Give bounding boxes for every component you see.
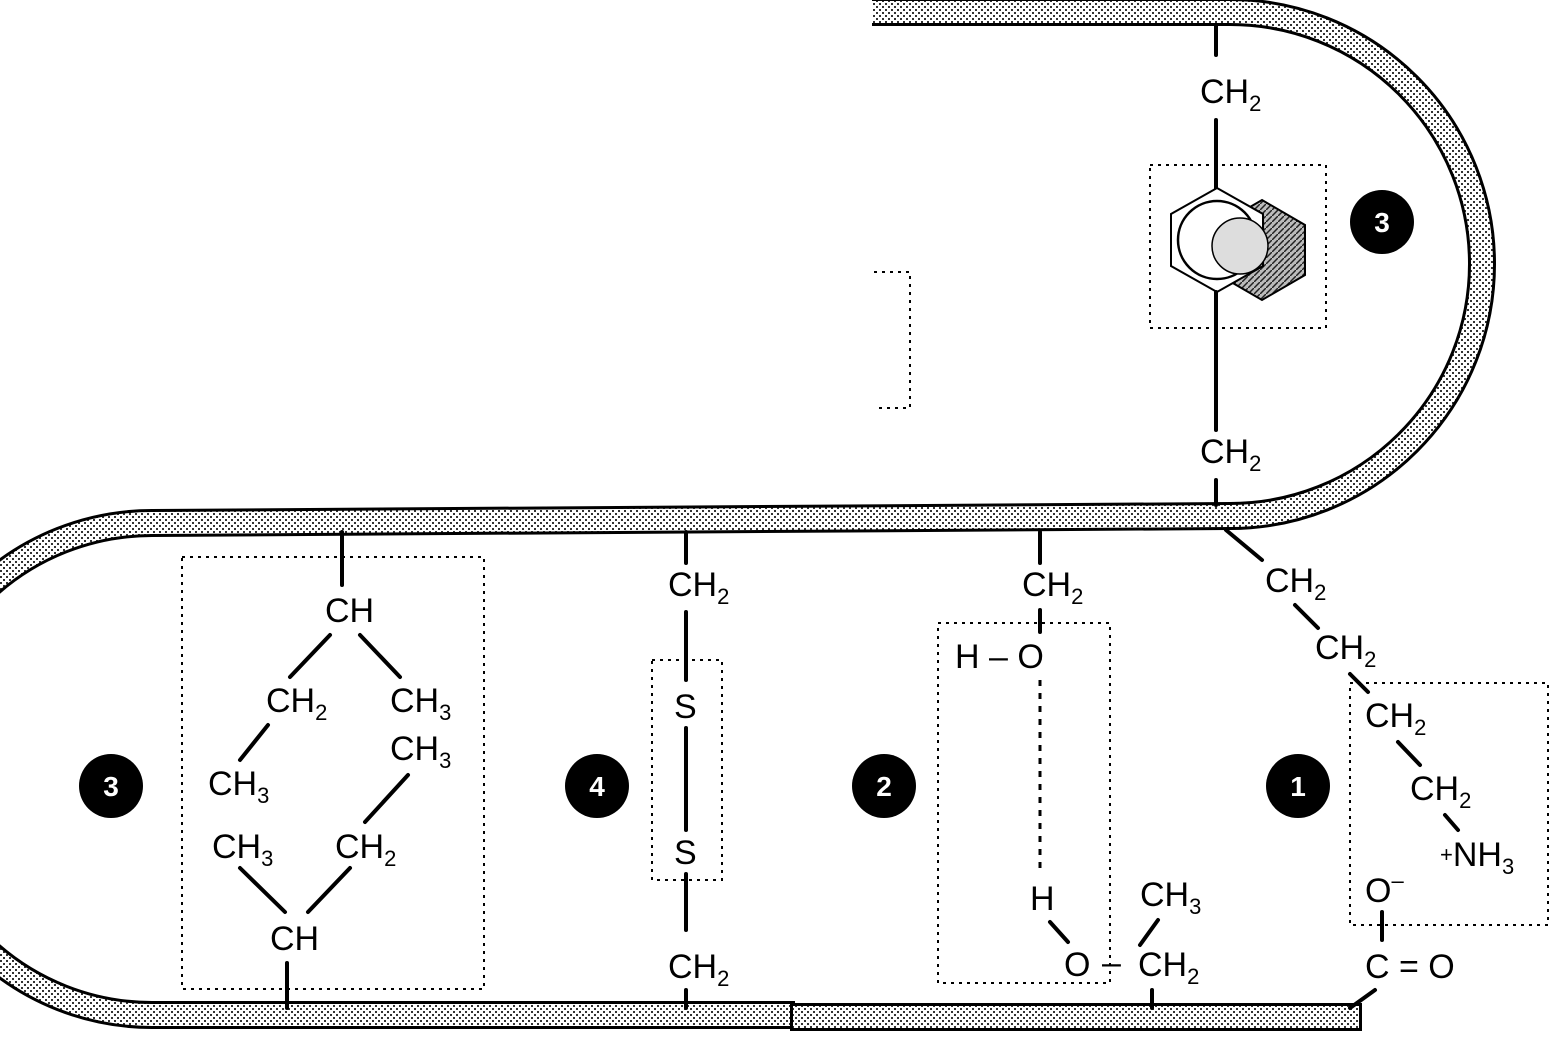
disulfide-box	[651, 659, 723, 881]
ionic-o-minus: O–	[1365, 868, 1404, 910]
svg-text:3: 3	[1374, 207, 1390, 238]
hbond-dash: –	[1102, 944, 1121, 982]
badge-hydrophobic-top	[1350, 190, 1414, 254]
ionic-ch2-a: CH2	[1265, 562, 1326, 605]
aromatic-box	[1149, 164, 1327, 329]
svg-text:2: 2	[876, 771, 892, 802]
hydrophobic-ch2-left: CH2	[266, 682, 327, 725]
badge-ionic	[1266, 754, 1330, 818]
ionic-nh3: +NH3	[1440, 836, 1514, 879]
hbond-ch3: CH3	[1140, 876, 1201, 919]
hydrophobic-ch3-right-lower: CH3	[390, 730, 451, 773]
ionic-bond: CH2 CH2 CH2 CH2 +NH3 O– C = O 1	[1224, 528, 1549, 1010]
hbond-o-lower: O	[1064, 946, 1090, 984]
disulfide-ch2-bottom: CH2	[668, 948, 729, 991]
hbond-box	[937, 622, 1111, 984]
svg-text:4: 4	[589, 771, 605, 802]
ionic-c-eq-o: C = O	[1365, 948, 1455, 986]
ionic-ch2-b: CH2	[1315, 629, 1376, 672]
svg-text:3: 3	[103, 771, 119, 802]
hbond-h-lower: H	[1030, 880, 1055, 918]
aromatic-ch2-bottom: CH2	[1200, 433, 1261, 476]
hydrophobic-ch3-left-upper: CH3	[208, 765, 269, 808]
svg-text:1: 1	[1290, 771, 1306, 802]
polypeptide-backbone	[0, 0, 1496, 1031]
disulfide-ch2-top: CH2	[668, 566, 729, 609]
hbond-h-o-top: H – O	[955, 638, 1044, 676]
hydrophobic-ch3-right: CH3	[390, 682, 451, 725]
hydrophobic-ch-bottom: CH	[270, 920, 319, 958]
ionic-ch2-d: CH2	[1410, 770, 1471, 813]
hbond-ch2-top: CH2	[1022, 566, 1083, 609]
aromatic-ch2-top: CH2	[1200, 73, 1261, 116]
badge-hydrophobic-left	[79, 754, 143, 818]
dashed-bracket	[874, 271, 911, 409]
badge-hydrogen	[852, 754, 916, 818]
disulfide-s-top: S	[674, 688, 697, 726]
badge-disulfide	[565, 754, 629, 818]
hydrophobic-ch3-left-lower: CH3	[212, 828, 273, 871]
disulfide-bridge: CH2 S S CH2 4	[565, 530, 729, 1010]
hydrophobic-interaction: CH CH2 CH3 CH3 CH3 CH3 CH2 CH 3	[79, 530, 485, 1010]
hydrogen-bond: CH2 H – O H O – CH3 CH2 2	[852, 530, 1201, 1010]
hbond-ch2-lower: CH2	[1138, 946, 1199, 989]
ionic-ch2-c: CH2	[1365, 697, 1426, 740]
ionic-box	[1349, 682, 1549, 926]
aromatic-interaction: CH2 CH2 3	[1149, 23, 1414, 507]
disulfide-s-bottom: S	[674, 834, 697, 872]
hydrophobic-ch2-right: CH2	[335, 828, 396, 871]
hydrophobic-ch-top: CH	[325, 592, 374, 630]
